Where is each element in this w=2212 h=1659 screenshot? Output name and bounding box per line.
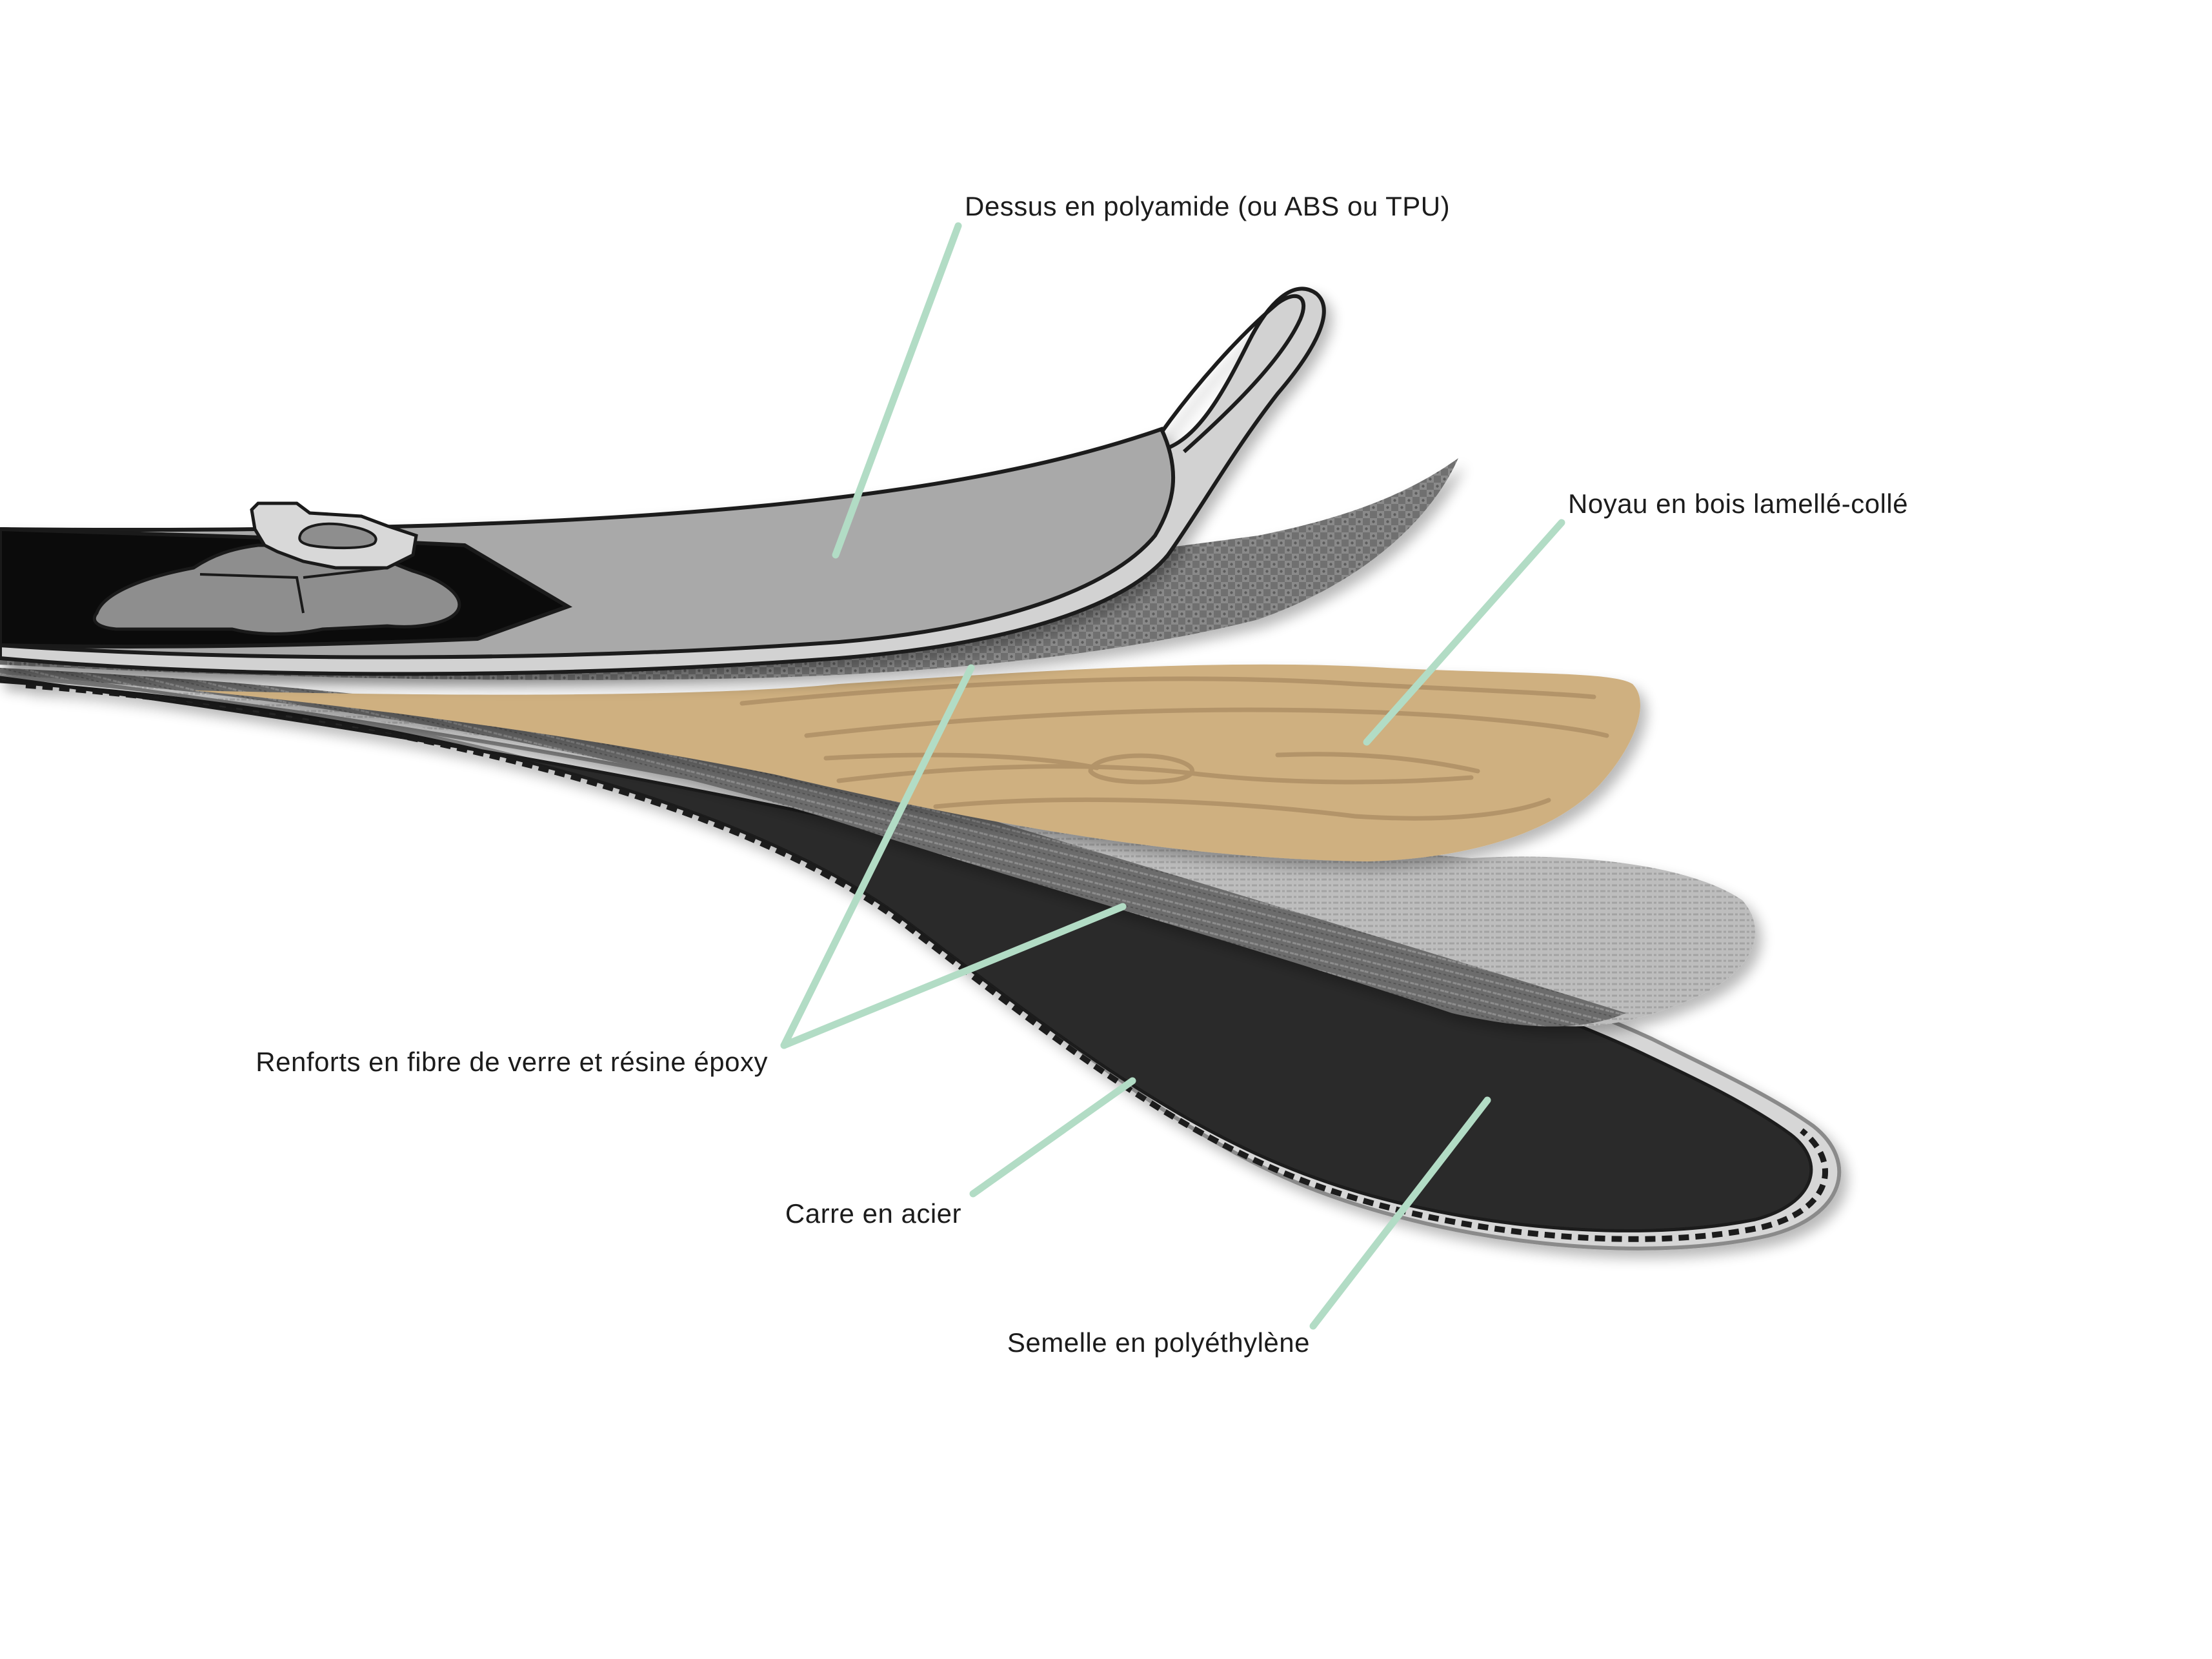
- leader-edge: [969, 1077, 1136, 1198]
- binding-toe-slot: [298, 522, 377, 550]
- binding-assembly: [0, 501, 573, 649]
- fiberglass-lower-dark: [0, 668, 1626, 1027]
- leader-base: [1309, 1096, 1491, 1330]
- ski-tip-loop: [1160, 294, 1305, 454]
- leader-core: [1363, 519, 1565, 746]
- wood-core: [194, 664, 1640, 861]
- binding-detail: [199, 567, 388, 614]
- wood-grain: [739, 676, 1609, 821]
- label-topsheet: Dessus en polyamide (ou ABS ou TPU): [965, 191, 1450, 221]
- labels: Dessus en polyamide (ou ABS ou TPU) Noya…: [256, 191, 1908, 1358]
- leader-topsheet: [832, 222, 962, 559]
- fiberglass-lower-light: [0, 668, 1755, 1027]
- leader-reinforcement-lower: [780, 903, 1127, 1049]
- label-core: Noyau en bois lamellé-collé: [1568, 488, 1908, 519]
- leader-reinforcement-upper: [780, 664, 975, 1049]
- label-base: Semelle en polyéthylène: [1007, 1327, 1310, 1358]
- label-reinforcement: Renforts en fibre de verre et résine épo…: [256, 1047, 768, 1077]
- label-edge: Carre en acier: [785, 1198, 961, 1229]
- fiberglass-lower-layer: [0, 668, 1755, 1027]
- leader-lines: [780, 222, 1565, 1330]
- fiberglass-upper-layer: [0, 458, 1458, 680]
- fiberglass-upper: [0, 458, 1458, 680]
- wood-core-layer: [194, 664, 1640, 861]
